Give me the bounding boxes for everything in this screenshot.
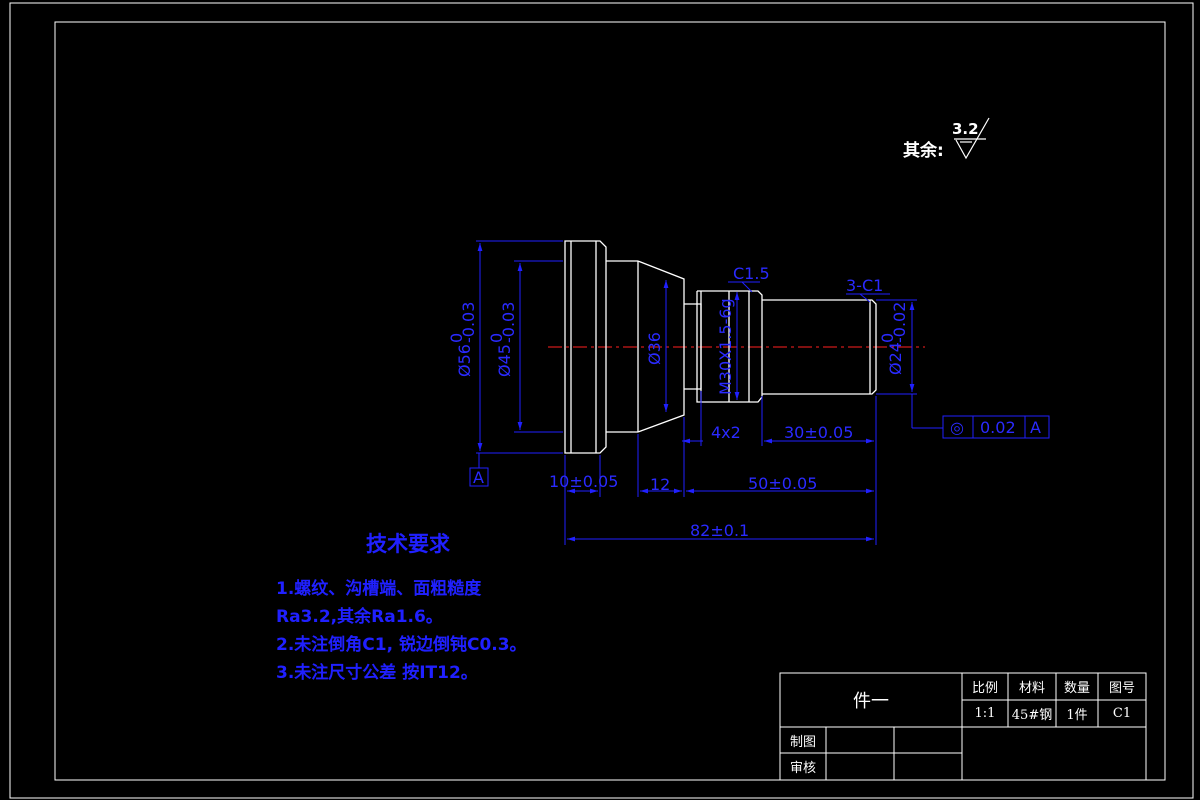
inner-border bbox=[54, 21, 1166, 781]
surface-note-value: 3.2 bbox=[952, 120, 979, 138]
dim-len82: 82±0.1 bbox=[690, 521, 749, 540]
dim-dia24-lower: -0.02 bbox=[890, 302, 909, 343]
datum-box bbox=[469, 467, 489, 487]
dim-dia56: Ø56 bbox=[455, 344, 474, 377]
drawn-by-label: 制图 bbox=[789, 734, 816, 750]
value-material: 45#钢 bbox=[1011, 708, 1053, 723]
concentricity-icon: ◎ bbox=[950, 418, 964, 437]
datum-label: A bbox=[473, 468, 484, 487]
outer-border bbox=[9, 2, 1194, 799]
surface-roughness-icon bbox=[954, 117, 990, 160]
dimension-lines bbox=[476, 240, 943, 545]
dim-len10: 10±0.05 bbox=[549, 472, 618, 491]
notes-title: 技术要求 bbox=[366, 532, 450, 556]
dim-dia45: Ø45 bbox=[495, 344, 514, 377]
title-block-grid bbox=[779, 672, 1147, 781]
checked-by-label: 审核 bbox=[789, 761, 816, 776]
dim-chamfer-3c1: 3-C1 bbox=[846, 276, 883, 295]
dim-dia56-lower: -0.03 bbox=[459, 302, 478, 343]
surface-note-label: 其余: bbox=[903, 140, 944, 161]
dim-len50: 50±0.05 bbox=[748, 474, 817, 493]
part-name: 件一 bbox=[853, 691, 889, 712]
notes-line-4: 3.未注尺寸公差 按IT12。 bbox=[276, 663, 478, 683]
dim-dia45-lower: -0.03 bbox=[499, 302, 518, 343]
header-drawing-no: 图号 bbox=[1108, 681, 1135, 696]
header-quantity: 数量 bbox=[1063, 681, 1090, 696]
title-block: 件一 比例 材料 数量 图号 1:1 45#钢 1件 C1 制图 审核 bbox=[780, 673, 1146, 780]
header-material: 材料 bbox=[1018, 681, 1045, 696]
dim-groove: 4x2 bbox=[711, 423, 741, 442]
tolerance-value: 0.02 bbox=[980, 418, 1016, 437]
dim-len30: 30±0.05 bbox=[784, 423, 853, 442]
notes-line-2: Ra3.2,其余Ra1.6。 bbox=[276, 607, 443, 627]
notes-line-3: 2.未注倒角C1, 锐边倒钝C0.3。 bbox=[276, 635, 527, 655]
dim-dia45-upper: 0 bbox=[487, 333, 506, 343]
dim-len12: 12 bbox=[650, 475, 670, 494]
value-scale: 1:1 bbox=[974, 706, 996, 721]
header-scale: 比例 bbox=[971, 681, 998, 696]
tolerance-datum: A bbox=[1030, 418, 1041, 437]
dim-dia24: Ø24 bbox=[886, 342, 905, 375]
notes-line-1: 1.螺纹、沟槽端、面粗糙度 bbox=[276, 579, 482, 599]
dim-dia24-upper: 0 bbox=[878, 333, 897, 343]
dim-dia36: Ø36 bbox=[645, 332, 664, 365]
dim-dia56-upper: 0 bbox=[447, 333, 466, 343]
dim-thread: M30X1.5-6g bbox=[716, 298, 735, 395]
dim-chamfer-c15: C1.5 bbox=[733, 264, 770, 283]
value-quantity: 1件 bbox=[1066, 708, 1088, 723]
tolerance-frame bbox=[942, 415, 1050, 439]
value-drawing-no: C1 bbox=[1112, 706, 1132, 721]
